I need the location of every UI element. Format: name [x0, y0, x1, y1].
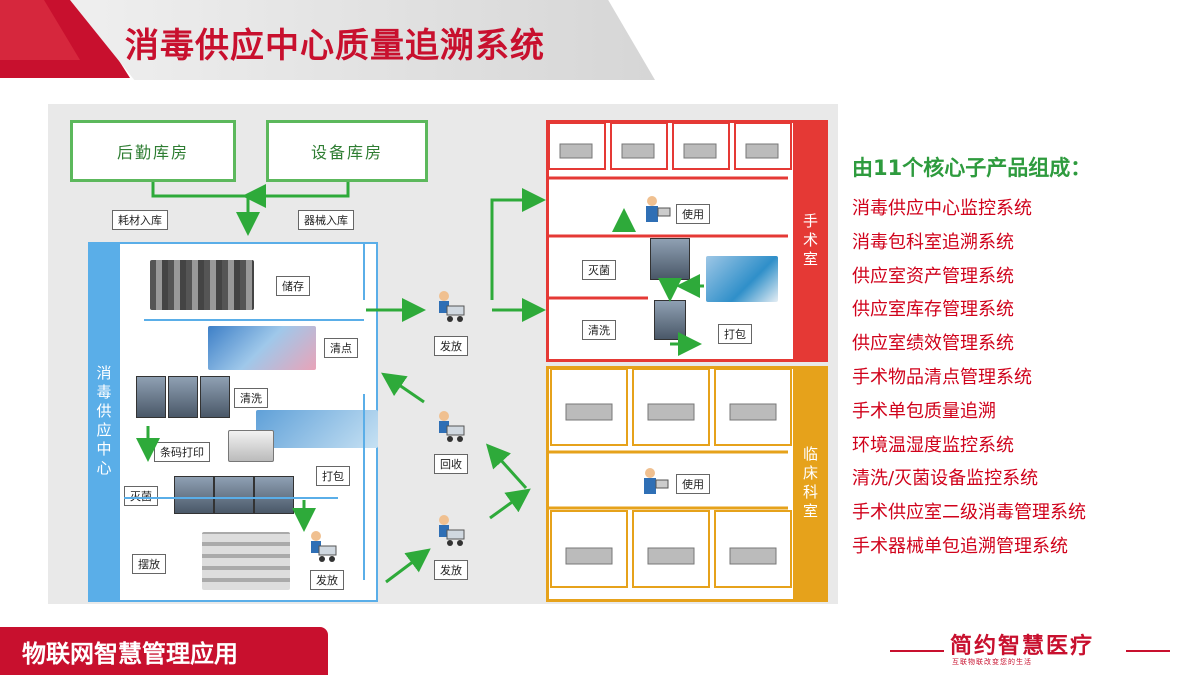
header-bar [70, 0, 655, 80]
step-wash-tag: 清洗 [234, 388, 268, 408]
operating-room-sidebar: 手术室 [793, 120, 828, 362]
washer-machine [200, 376, 230, 418]
products-list: 消毒供应中心监控系统 消毒包科室追溯系统 供应室资产管理系统 供应室库存管理系统… [852, 194, 1086, 566]
step-barcode-tag: 条码打印 [154, 442, 210, 462]
step-count-tag: 清点 [324, 338, 358, 358]
clinical-ward-label: 临床科室 [801, 446, 819, 522]
shelving-photo [202, 532, 290, 590]
list-item: 手术器械单包追溯管理系统 [852, 535, 1068, 557]
sterilizer-machine [214, 476, 254, 514]
transport-dispatch-tag: 发放 [434, 560, 468, 580]
list-item: 消毒包科室追溯系统 [852, 231, 1014, 253]
step-pack-tag: 打包 [316, 466, 350, 486]
list-item: 供应室库存管理系统 [852, 299, 1014, 321]
logo-text: 简约智慧医疗 [950, 634, 1095, 659]
logo-divider [1126, 650, 1170, 652]
warehouse-logistics: 后勤库房 [70, 120, 236, 182]
list-item: 手术物品清点管理系统 [852, 366, 1032, 388]
step-place-tag: 摆放 [132, 554, 166, 574]
washer-machine [168, 376, 198, 418]
list-item: 清洗/灭菌设备监控系统 [852, 468, 1039, 490]
courier-cart-icon [439, 291, 465, 322]
or-pack-tag: 打包 [718, 324, 752, 344]
warehouse-equipment: 设备库房 [266, 120, 428, 182]
courier-cart-icon [439, 515, 465, 546]
warehouse-equipment-label: 设备库房 [310, 143, 383, 162]
washer-machine [136, 376, 166, 418]
flow-arrows [124, 143, 788, 584]
sterile-supply-sidebar: 消毒供应中心 [88, 242, 120, 602]
step-storage-tag: 储存 [276, 276, 310, 296]
warehouse-logistics-label: 后勤库房 [116, 143, 189, 162]
logo-subtext: 互联物联改变您的生活 [952, 658, 1032, 666]
consumables-inbound-tag: 耗材入库 [112, 210, 168, 230]
or-wash-tag: 清洗 [582, 320, 616, 340]
transport-dispatch-tag: 发放 [434, 336, 468, 356]
brand-logo: 简约智慧医疗 互联物联改变您的生活 [890, 630, 1170, 670]
or-sterilize-tag: 灭菌 [582, 260, 616, 280]
workflow-diagram: 后勤库房 设备库房 耗材入库 器械入库 消毒供应中心 储存 清点 清洗 条码打印… [48, 104, 838, 604]
list-item: 手术单包质量追溯 [852, 400, 996, 422]
storage-rack-photo [150, 260, 254, 310]
staff-person-icon [646, 196, 671, 222]
footer-label: 物联网智慧管理应用 [0, 627, 328, 675]
list-item: 手术供应室二级消毒管理系统 [852, 502, 1086, 524]
or-packing-photo [706, 256, 778, 302]
list-item: 环境温湿度监控系统 [852, 434, 1014, 456]
counting-photo [208, 326, 316, 370]
or-sterilizer-machine [650, 238, 690, 280]
list-item: 供应室资产管理系统 [852, 265, 1014, 287]
staff-person-icon [644, 468, 669, 494]
ward-use-tag: 使用 [676, 474, 710, 494]
sterilizer-machine [174, 476, 214, 514]
transport-collect-tag: 回收 [434, 454, 468, 474]
courier-cart-icon [439, 411, 465, 442]
clinical-ward-sidebar: 临床科室 [793, 366, 828, 602]
products-title: 由11个核心子产品组成： [852, 156, 1092, 180]
logo-divider [890, 650, 944, 652]
list-item: 消毒供应中心监控系统 [852, 198, 1032, 219]
or-bed-room [548, 122, 606, 170]
footer-label-text: 物联网智慧管理应用 [22, 639, 238, 668]
list-item: 供应室绩效管理系统 [852, 333, 1014, 355]
packing-photo [256, 410, 378, 448]
courier-cart-icon [311, 531, 337, 562]
sterile-supply-label: 消毒供应中心 [94, 365, 113, 479]
or-use-tag: 使用 [676, 204, 710, 224]
sterilizer-machine [254, 476, 294, 514]
barcode-printer [228, 430, 274, 462]
operating-room-label: 手术室 [801, 212, 819, 270]
step-dispatch-tag: 发放 [310, 570, 344, 590]
step-sterilize-tag: 灭菌 [124, 486, 158, 506]
instruments-inbound-tag: 器械入库 [298, 210, 354, 230]
page-title: 消毒供应中心质量追溯系统 [125, 26, 545, 66]
